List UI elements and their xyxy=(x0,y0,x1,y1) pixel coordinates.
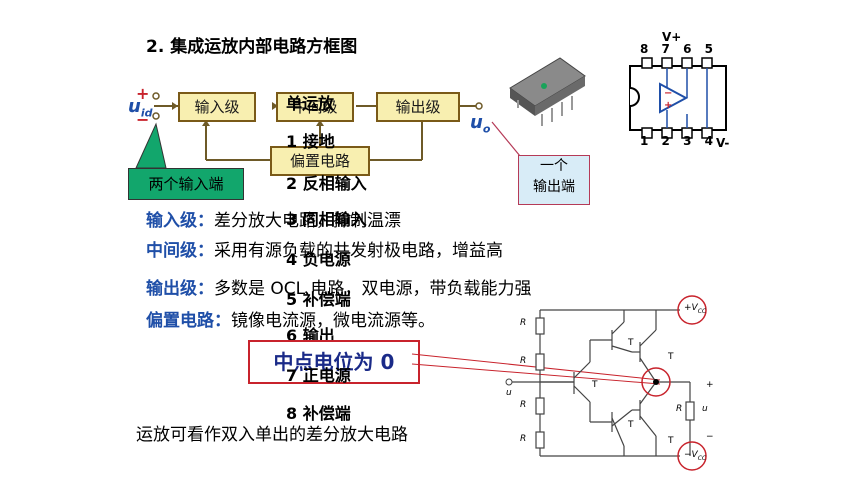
pin-1: 1 接地 xyxy=(286,132,335,151)
input-minus-sign: − xyxy=(136,110,150,129)
svg-text:−: − xyxy=(664,88,672,99)
output-signal-label: uo xyxy=(470,112,491,136)
r4-label: R xyxy=(520,434,527,444)
footer-note: 运放可看作双入单出的差分放大电路 xyxy=(136,425,408,445)
output-stage-block: 输出级 xyxy=(376,92,460,122)
t4-label: T xyxy=(668,436,674,446)
svg-text:+: + xyxy=(664,100,672,111)
desc-bias-circuit: 偏置电路：镜像电流源，微电流源等。 xyxy=(146,311,435,331)
r1-label: R xyxy=(520,318,527,328)
desc-output-stage: 输出级：多数是 OCL 电路，双电源，带负载能力强 xyxy=(146,279,532,299)
t5-label: T xyxy=(592,380,598,390)
page-title: 2. 集成运放内部电路方框图 xyxy=(146,37,358,57)
ocl-circuit-schematic xyxy=(505,295,707,471)
input-plus-sign: + xyxy=(136,84,150,103)
pin-list-header: 单运放 xyxy=(286,94,335,113)
pin-5: 5 补偿端 xyxy=(286,290,351,309)
t3-label: T xyxy=(628,420,634,430)
pin-7: 7 正电源 xyxy=(286,366,351,385)
uo-minus: − xyxy=(706,432,714,442)
t1-label: T xyxy=(628,338,634,348)
uo-label: u xyxy=(702,404,708,414)
ic-bottom-pin-numbers: 1 2 3 4 xyxy=(640,134,713,148)
ic-top-pin-numbers: 8 7 6 5 xyxy=(640,42,713,56)
input-signal-label: uid xyxy=(128,96,153,120)
t2-label: T xyxy=(668,352,674,362)
pin-3: 3 同相输入 xyxy=(286,210,367,229)
ic-chip-icon xyxy=(509,57,586,126)
vcc-neg-label: −VCC xyxy=(684,450,707,462)
uo-plus: + xyxy=(706,380,714,390)
pin-8: 8 补偿端 xyxy=(286,404,351,423)
r3-label: R xyxy=(520,400,527,410)
one-output-callout: 一个输出端 xyxy=(518,155,590,205)
two-inputs-callout: 两个输入端 xyxy=(128,168,244,200)
output-pointer-line xyxy=(491,121,521,157)
bias-circuit-block: 偏置电路 xyxy=(270,146,370,176)
r2-label: R xyxy=(520,356,527,366)
ic-vminus-label: V- xyxy=(716,136,730,150)
ic-vplus-label: V+ xyxy=(662,30,682,44)
ui-label: u xyxy=(506,388,512,398)
midpoint-zero-note: 中点电位为 0 xyxy=(248,340,420,384)
desc-input-stage: 输入级：差分放大电路，抑制温漂 xyxy=(146,211,401,231)
pin-2: 2 反相输入 xyxy=(286,174,367,193)
rl-label: R xyxy=(676,404,683,414)
ic-pinout-diagram: − + xyxy=(629,57,727,139)
middle-stage-block: 中间级 xyxy=(276,92,354,122)
pin-4: 4 负电源 xyxy=(286,250,351,269)
input-stage-block: 输入级 xyxy=(178,92,256,122)
vcc-pos-label: +VCC xyxy=(684,303,707,315)
desc-middle-stage: 中间级：采用有源负载的共发射极电路，增益高 xyxy=(146,241,503,261)
